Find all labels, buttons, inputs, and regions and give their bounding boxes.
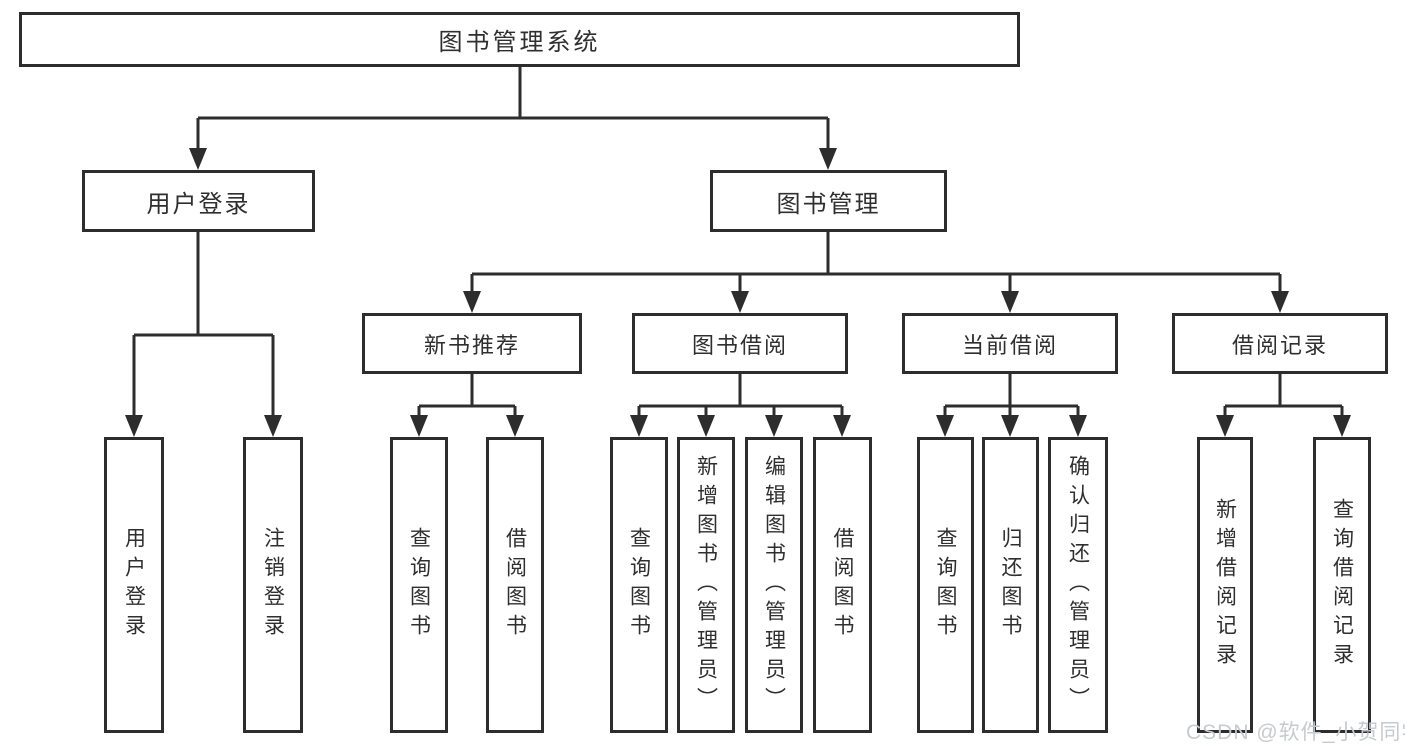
node-book-borrowing: 图书借阅: [632, 313, 848, 374]
arrowhead: [125, 415, 143, 437]
arrowhead: [506, 415, 524, 437]
arrowhead: [1069, 415, 1087, 437]
connector-book-borrow-children: [630, 374, 851, 437]
connector-borrow-record-children: [1216, 374, 1351, 437]
node-leaf-query-books-current: 查询图书: [917, 437, 974, 733]
node-user-login: 用户登录: [82, 170, 315, 232]
arrowhead: [463, 291, 481, 313]
arrowhead: [630, 415, 648, 437]
node-leaf-add-book-admin: 新增图书（管理员）: [677, 437, 735, 733]
connector-root-to-level2: [189, 67, 837, 170]
node-leaf-user-login: 用户登录: [104, 437, 164, 733]
csdn-watermark: CSDN @软件_小贺同学: [1186, 721, 1405, 744]
node-leaf-borrow-books: 借阅图书: [813, 437, 872, 733]
arrowhead: [936, 415, 954, 437]
connector-current-borrow-children: [936, 374, 1087, 437]
node-leaf-return-book: 归还图书: [982, 437, 1039, 733]
node-current-borrowing: 当前借阅: [902, 313, 1118, 374]
node-leaf-query-books-rec: 查询图书: [390, 437, 448, 733]
node-book-management: 图书管理: [710, 170, 947, 232]
arrowhead: [765, 415, 783, 437]
node-leaf-add-borrow-record: 新增借阅记录: [1197, 437, 1253, 733]
node-borrowing-records: 借阅记录: [1172, 313, 1388, 374]
node-leaf-query-borrow-record: 查询借阅记录: [1313, 437, 1371, 733]
arrowhead: [1001, 415, 1019, 437]
arrowhead: [264, 415, 282, 437]
node-leaf-logout: 注销登录: [243, 437, 303, 733]
connector-user-login-children: [125, 232, 282, 437]
node-leaf-confirm-return-admin: 确认归还（管理员）: [1048, 437, 1108, 733]
node-leaf-edit-book-admin: 编辑图书（管理员）: [745, 437, 803, 733]
node-leaf-borrow-books-rec: 借阅图书: [486, 437, 544, 733]
arrowhead: [1271, 291, 1289, 313]
connector-new-book-rec-children: [410, 374, 524, 437]
arrowhead: [731, 291, 749, 313]
node-leaf-query-books-borrow: 查询图书: [610, 437, 668, 733]
arrowhead: [189, 148, 207, 170]
node-new-book-recommend: 新书推荐: [362, 313, 582, 374]
connector-book-mgmt-to-level3: [463, 232, 1289, 313]
arrowhead: [819, 148, 837, 170]
arrowhead: [410, 415, 428, 437]
arrowhead: [697, 415, 715, 437]
arrowhead: [833, 415, 851, 437]
node-library-management-system: 图书管理系统: [19, 12, 1020, 67]
arrowhead: [1216, 415, 1234, 437]
arrowhead: [1333, 415, 1351, 437]
arrowhead: [1001, 291, 1019, 313]
